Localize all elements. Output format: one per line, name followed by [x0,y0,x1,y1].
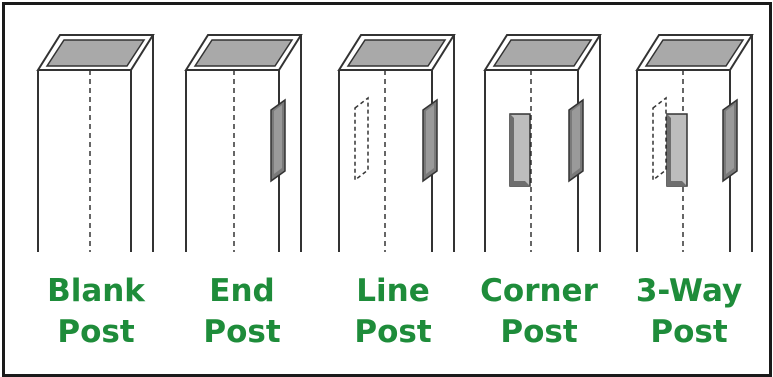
corner-post-label-line1: Corner [480,273,598,309]
line-post-drawing [337,34,456,252]
end-post-label-line2: Post [203,314,281,350]
blank-post-label-line2: Post [57,314,135,350]
three-way-post-label-line1: 3-Way [635,273,743,309]
three-way-post-label-line2: Post [650,314,728,350]
end-post-drawing [184,34,303,252]
line-post-label: Line Post [318,271,468,353]
corner-post-label: Corner Post [464,271,614,353]
end-post-label: End Post [167,271,317,353]
blank-post-drawing [36,34,155,252]
corner-post-label-line2: Post [500,314,578,350]
blank-post-label: Blank Post [21,271,171,353]
three-way-post-label: 3-Way Post [614,271,764,353]
line-post-label-line2: Post [354,314,432,350]
corner-post-drawing [483,34,602,252]
blank-post-label-line1: Blank [47,273,145,309]
three-way-post-drawing [635,34,754,252]
line-post-label-line1: Line [356,273,430,309]
end-post-label-line1: End [209,273,275,309]
